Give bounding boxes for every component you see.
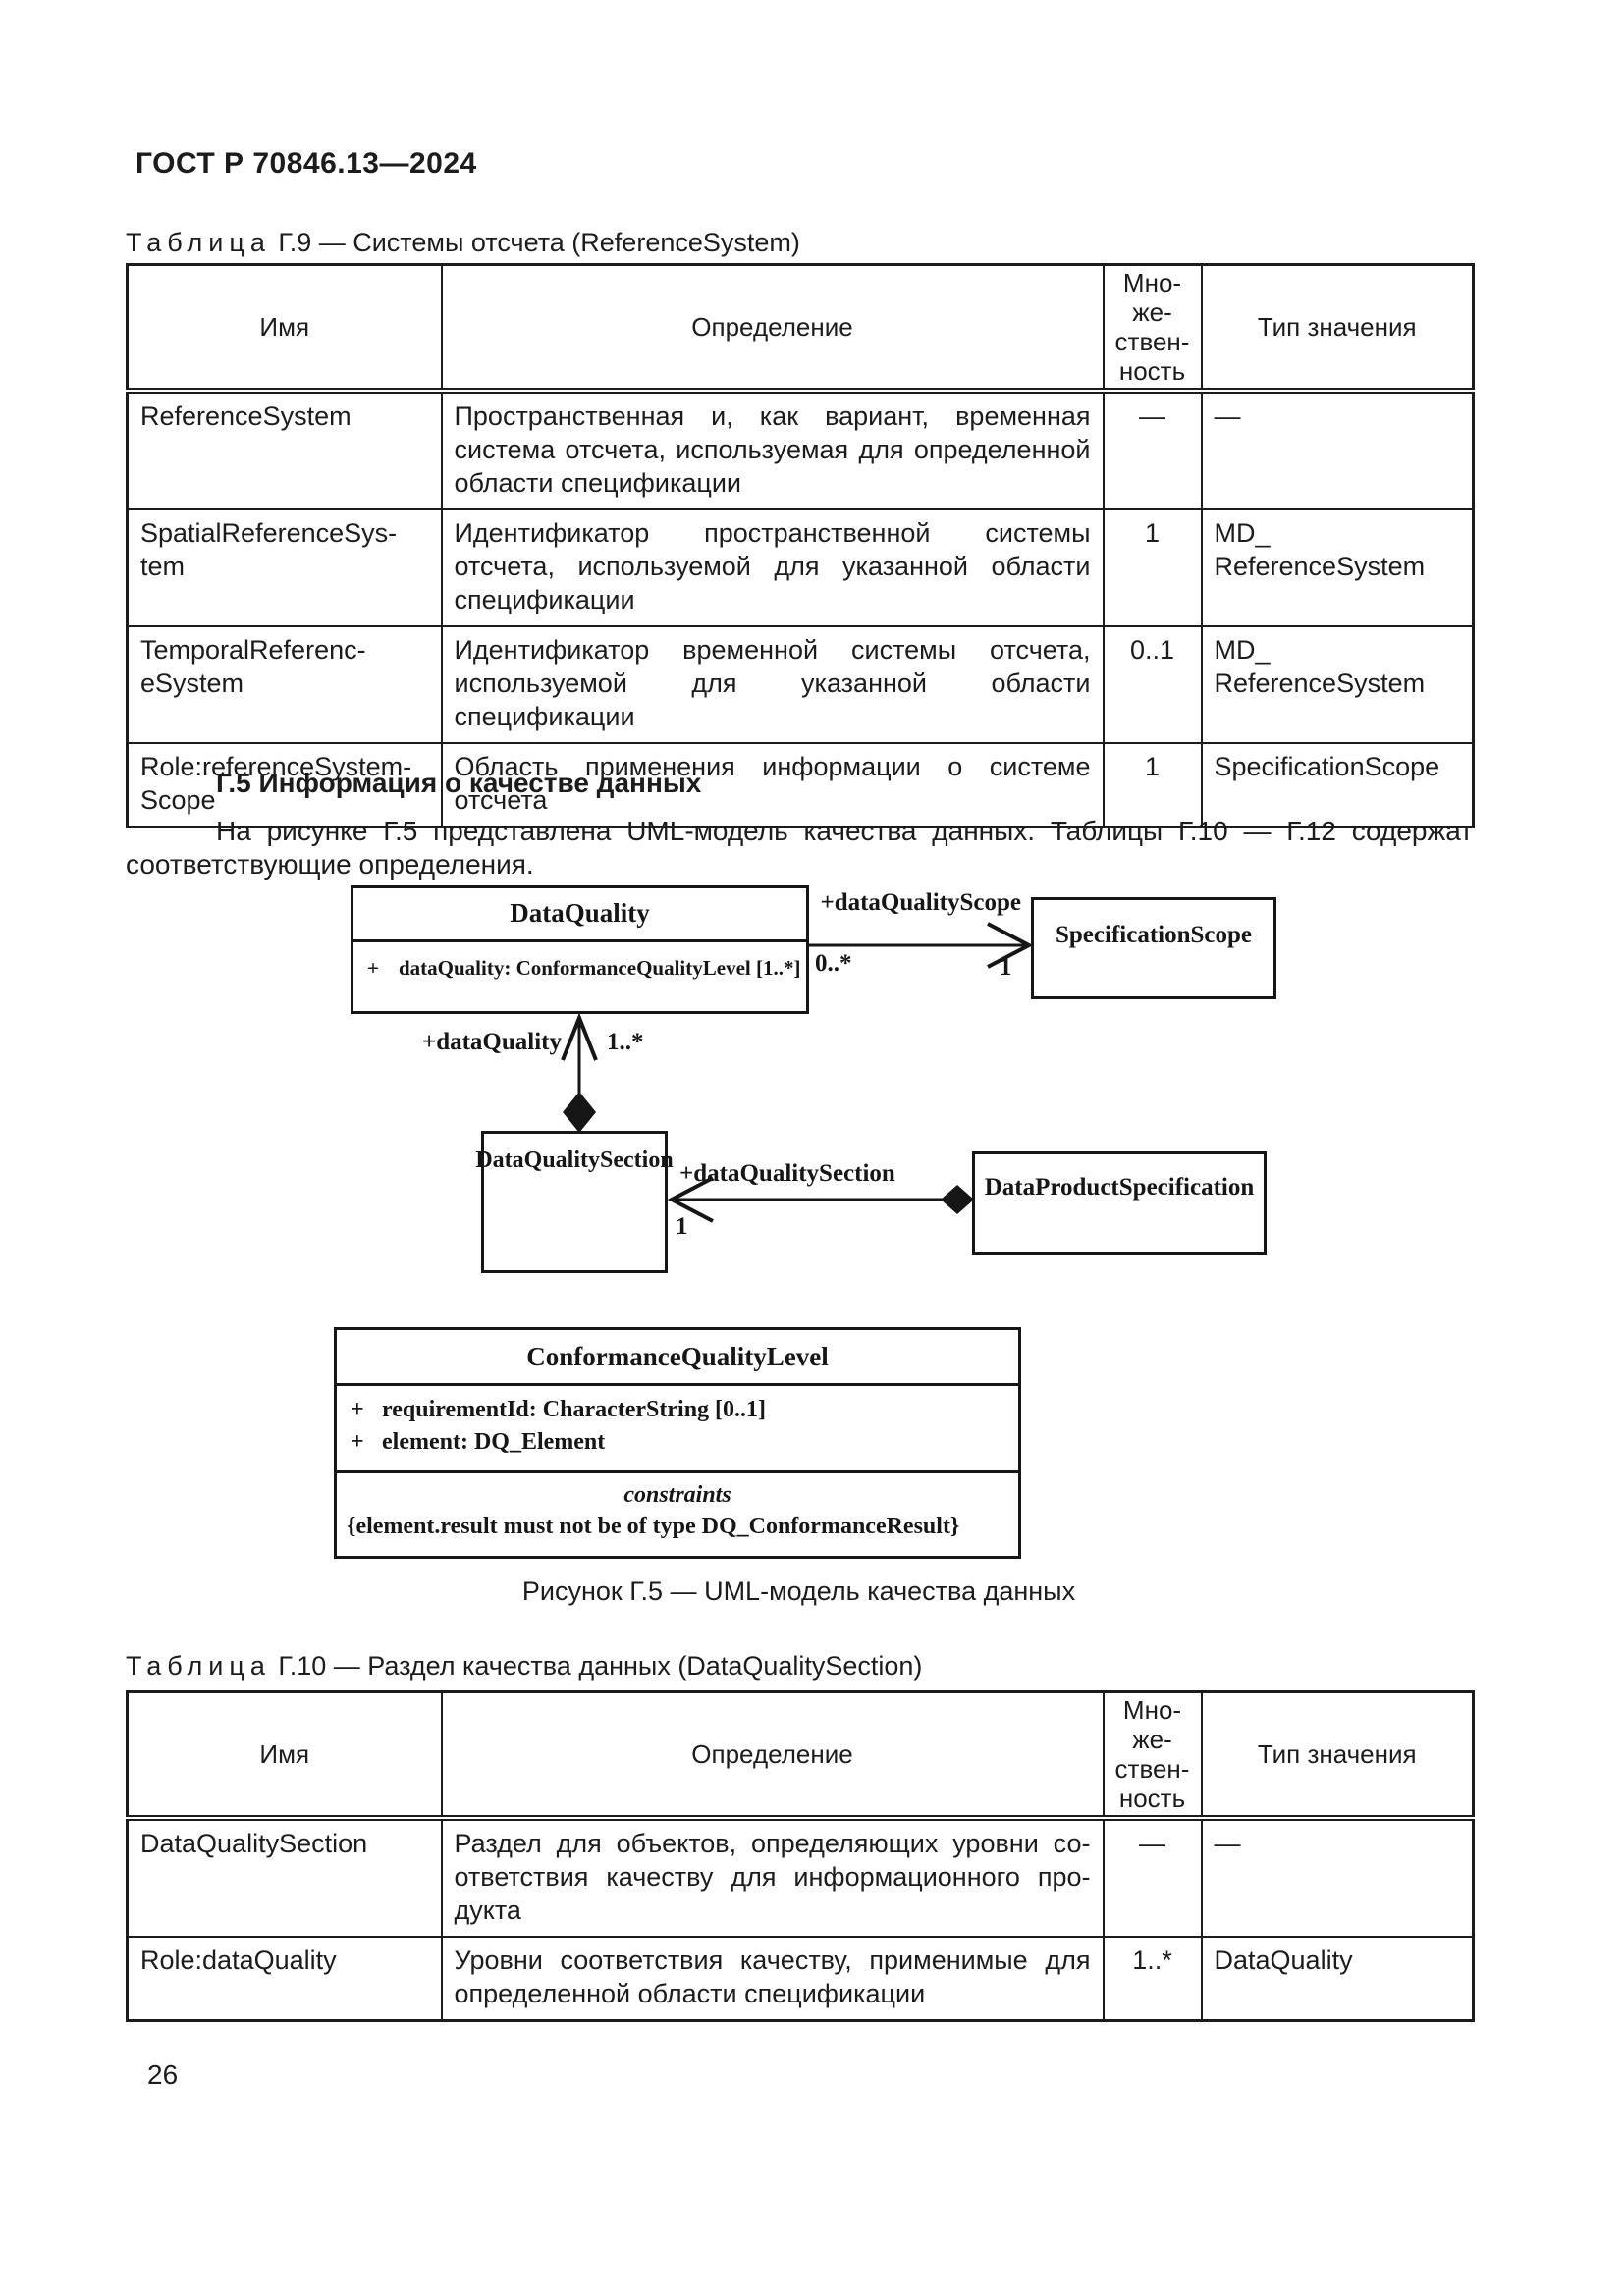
cell-definition: Идентификатор временной системы отсчета,… <box>440 625 1105 744</box>
cell-multiplicity: 1 <box>1102 508 1203 627</box>
uml-association-label-dataqualitysection: +dataQualitySection <box>679 1160 895 1187</box>
table-row: TemporalReferenc- eSystem Идентификатор … <box>126 625 1475 744</box>
table-g9-header-row: Имя Определение Мно- же- ствен- ность Ти… <box>126 263 1475 394</box>
cell-definition: Уровни соответствия качеству, применимые… <box>440 1936 1105 2022</box>
table-row: Role:dataQuality Уровни соответствия кач… <box>126 1936 1475 2022</box>
cell-type: MD_ ReferenceSystem <box>1200 508 1475 627</box>
cell-name: DataQualitySection <box>126 1817 443 1938</box>
uml-constraints-compartment: constraints {element.result must not be … <box>337 1473 1018 1556</box>
cell-name: Role:dataQuality <box>126 1936 443 2022</box>
figure-caption: Рисунок Г.5 — UML-модель качества данных <box>521 1576 1076 1606</box>
uml-attribute-visibility: + <box>351 1397 364 1422</box>
table-g9-caption-word: Таблица <box>126 228 271 257</box>
uml-attribute: + requirementId: CharacterString [0..1] <box>337 1394 1018 1426</box>
uml-attribute-text: element: DQ_Element <box>382 1429 606 1455</box>
table-g9-caption: Таблица Г.9 — Системы отсчета (Reference… <box>126 228 1472 258</box>
uml-attribute-visibility: + <box>351 1429 364 1455</box>
uml-association-label-dataquality: +dataQuality <box>421 1029 562 1055</box>
cell-name: ReferenceSystem <box>126 390 443 510</box>
uml-class-specificationscope: SpecificationScope <box>1031 897 1276 999</box>
table-g9-header-definition: Определение <box>440 263 1105 394</box>
uml-constraints-label: constraints <box>623 1482 731 1508</box>
cell-type: — <box>1200 390 1475 510</box>
uml-class-dataqualitysection: DataQualitySection <box>475 1131 674 1273</box>
uml-multiplicity-dataqualitysection: 1 <box>676 1213 688 1240</box>
page-number: 26 <box>147 2059 179 2090</box>
cell-name: SpatialReferenceSys- tem <box>126 508 443 627</box>
uml-constraint-text: {element.result must not be of type DQ_C… <box>347 1514 960 1539</box>
uml-multiplicity-dataquality: 1..* <box>607 1029 644 1055</box>
table-row: ReferenceSystem Пространственная и, как … <box>126 390 1475 510</box>
uml-multiplicity-dataqualityscope-target: 1 <box>1000 954 1012 981</box>
cell-multiplicity: 1 <box>1102 742 1203 828</box>
uml-association-label-dataqualityscope: +dataQualityScope <box>820 889 1021 916</box>
cell-definition: Область применения информации о системе … <box>440 742 1105 828</box>
cell-multiplicity: 0..1 <box>1102 625 1203 744</box>
table-g10-caption: Таблица Г.10 — Раздел качества данных (D… <box>126 1651 1472 1682</box>
uml-class-dataquality: DataQuality + dataQuality: ConformanceQu… <box>351 885 809 1014</box>
cell-definition: Раздел для объектов, определяющих уровни… <box>440 1817 1105 1938</box>
table-g10-caption-text: Г.10 — Раздел качества данных (DataQuali… <box>270 1651 923 1681</box>
uml-attribute: + dataQuality: ConformanceQualityLevel [… <box>353 942 806 981</box>
cell-type: MD_ ReferenceSystem <box>1200 625 1475 744</box>
uml-class-conformancequalitylevel: ConformanceQualityLevel + requirementId:… <box>334 1327 1021 1559</box>
cell-type: SpecificationScope <box>1200 742 1475 828</box>
uml-class-title: ConformanceQualityLevel <box>337 1330 1018 1386</box>
table-g10-header-name: Имя <box>126 1690 443 1821</box>
table-g10-header-definition: Определение <box>440 1690 1105 1821</box>
cell-definition: Пространственная и, как вариант, временн… <box>440 390 1105 510</box>
table-row: DataQualitySection Раздел для объектов, … <box>126 1817 1475 1938</box>
table-g9-caption-text: Г.9 — Системы отсчета (ReferenceSystem) <box>270 228 800 257</box>
uml-attributes-compartment: + requirementId: CharacterString [0..1] … <box>337 1386 1018 1473</box>
table-g10-header-type: Тип значения <box>1200 1690 1475 1821</box>
table-g10-caption-word: Таблица <box>126 1651 271 1681</box>
cell-type: — <box>1200 1817 1475 1938</box>
table-g10-header-row: Имя Определение Мно- же- ствен- ность Ти… <box>126 1690 1475 1821</box>
table-g9-header-multiplicity: Мно- же- ствен- ность <box>1102 263 1203 394</box>
uml-class-title: DataQuality <box>353 888 806 942</box>
section-paragraph: На рисунке Г.5 представлена UML-модель к… <box>126 816 1473 880</box>
table-g9-header-type: Тип значения <box>1200 263 1475 394</box>
cell-type: DataQuality <box>1200 1936 1475 2022</box>
table-g9-header-name: Имя <box>126 263 443 394</box>
uml-class-title: DataQualitySection <box>475 1148 674 1173</box>
table-g9: Имя Определение Мно- же- ствен- ность Ти… <box>126 263 1475 828</box>
uml-class-dataproductspecification: DataProductSpecification <box>972 1151 1267 1255</box>
table-g10: Имя Определение Мно- же- ствен- ность Ти… <box>126 1690 1475 2022</box>
uml-class-title: SpecificationScope <box>1056 922 1252 948</box>
table-row: Role:referenceSystem- Scope Область прим… <box>126 742 1475 828</box>
cell-multiplicity: 1..* <box>1102 1936 1203 2022</box>
uml-class-title: DataProductSpecification <box>984 1174 1255 1201</box>
document-code: ГОСТ Р 70846.13—2024 <box>135 147 477 180</box>
cell-name: Role:referenceSystem- Scope <box>126 742 443 828</box>
cell-definition: Идентификатор пространственной системы о… <box>440 508 1105 627</box>
uml-attribute: + element: DQ_Element <box>337 1426 1018 1459</box>
section-heading: Г.5 Информация о качестве данных <box>216 768 702 798</box>
uml-attribute-visibility: + <box>367 956 379 980</box>
cell-multiplicity: — <box>1102 1817 1203 1938</box>
cell-multiplicity: — <box>1102 390 1203 510</box>
table-g10-header-multiplicity: Мно- же- ствен- ность <box>1102 1690 1203 1821</box>
table-row: SpatialReferenceSys- tem Идентификатор п… <box>126 508 1475 627</box>
uml-attribute-text: requirementId: CharacterString [0..1] <box>382 1397 767 1422</box>
cell-name: TemporalReferenc- eSystem <box>126 625 443 744</box>
uml-multiplicity-dataqualityscope-source: 0..* <box>815 950 852 977</box>
uml-attribute-text: dataQuality: ConformanceQualityLevel [1.… <box>399 956 801 980</box>
